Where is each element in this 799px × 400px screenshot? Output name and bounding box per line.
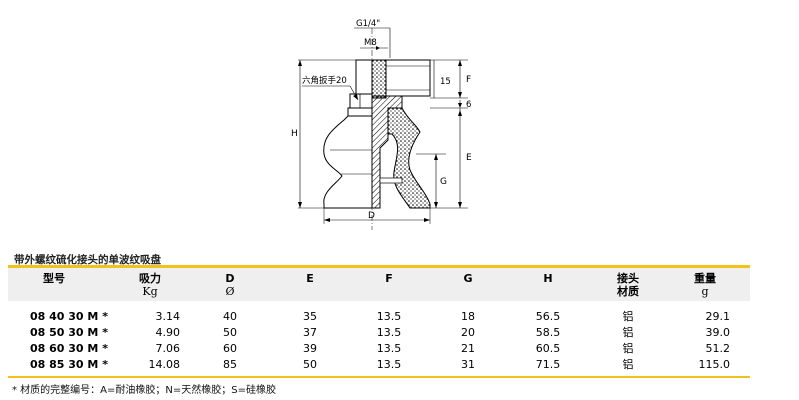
header-d-unit: Ø (225, 285, 235, 298)
cell-weight: 29.1 (705, 310, 731, 323)
thread-label: G1/4" (356, 19, 380, 29)
cell-f: 13.5 (376, 358, 402, 371)
header-suction: 吸力 Kg (120, 272, 180, 298)
header-e: E (285, 272, 335, 285)
cell-h: 56.5 (535, 310, 561, 323)
cell-e: 39 (303, 342, 317, 355)
cell-weight: 51.2 (705, 342, 731, 355)
header-h-name: H (543, 272, 553, 285)
cell-material: 铝 (622, 310, 634, 323)
header-d-name: D (225, 272, 235, 285)
header-material-name: 接头 (617, 272, 639, 285)
cell-d: 60 (223, 342, 237, 355)
table-title: 带外螺纹硫化接头的单波纹吸盘 (14, 254, 161, 266)
cell-h: 58.5 (535, 326, 561, 339)
header-weight: 重量 g (680, 272, 730, 298)
cell-weight: 39.0 (705, 326, 731, 339)
cell-g: 18 (461, 310, 475, 323)
cell-f: 13.5 (376, 326, 402, 339)
cell-suction: 14.08 (148, 358, 181, 371)
table-bottom-rule (8, 376, 750, 378)
header-h: H (523, 272, 573, 285)
table-header-band (8, 268, 750, 301)
header-f-name: F (385, 272, 393, 285)
cell-g: 31 (461, 358, 475, 371)
cell-h: 60.5 (535, 342, 561, 355)
hex-wrench-label: 六角扳手20 (302, 75, 347, 86)
d-dim-label: D (368, 211, 375, 221)
header-material: 接头 材质 (600, 272, 656, 298)
cell-model: 08 60 30 M * (30, 342, 108, 355)
header-model: 型号 (14, 272, 94, 285)
header-e-name: E (306, 272, 314, 285)
header-model-name: 型号 (43, 272, 65, 285)
header-g: G (443, 272, 493, 285)
header-d: D Ø (205, 272, 255, 298)
cell-h: 71.5 (535, 358, 561, 371)
table-top-rule (8, 265, 750, 268)
cell-material: 铝 (622, 326, 634, 339)
h-dim-label: H (291, 129, 298, 139)
cell-suction: 4.90 (155, 326, 181, 339)
e-dim-label: E (466, 153, 472, 163)
cell-weight: 115.0 (698, 358, 731, 371)
cell-d: 50 (223, 326, 237, 339)
cell-model: 08 40 30 M * (30, 310, 108, 323)
cell-f: 13.5 (376, 310, 402, 323)
footnote: * 材质的完整编号：A=耐油橡胶；N=天然橡胶；S=硅橡胶 (12, 385, 276, 396)
g-dim-label: G (440, 177, 447, 187)
cell-e: 50 (303, 358, 317, 371)
cell-suction: 3.14 (155, 310, 181, 323)
m8-label: M8 (364, 38, 377, 48)
f-value-label: 15 (440, 77, 451, 87)
cell-suction: 7.06 (155, 342, 181, 355)
header-suction-unit: Kg (142, 285, 158, 298)
cell-model: 08 50 30 M * (30, 326, 108, 339)
cell-f: 13.5 (376, 342, 402, 355)
cell-material: 铝 (622, 342, 634, 355)
header-suction-name: 吸力 (139, 272, 161, 285)
header-weight-unit: g (701, 285, 709, 298)
header-material-unit: 材质 (617, 285, 639, 298)
header-g-name: G (463, 272, 473, 285)
cell-g: 20 (461, 326, 475, 339)
f-dim-label: F (466, 75, 471, 85)
cell-material: 铝 (622, 358, 634, 371)
cell-d: 40 (223, 310, 237, 323)
suction-cup-drawing: G1/4" M8 六角扳手20 H 15 F 6 E G D (291, 19, 472, 230)
cell-e: 37 (303, 326, 317, 339)
header-f: F (364, 272, 414, 285)
cell-model: 08 85 30 M * (30, 358, 108, 371)
cell-e: 35 (303, 310, 317, 323)
cell-g: 21 (461, 342, 475, 355)
header-weight-name: 重量 (694, 272, 716, 285)
cell-d: 85 (223, 358, 237, 371)
six-dim-label: 6 (466, 100, 471, 110)
